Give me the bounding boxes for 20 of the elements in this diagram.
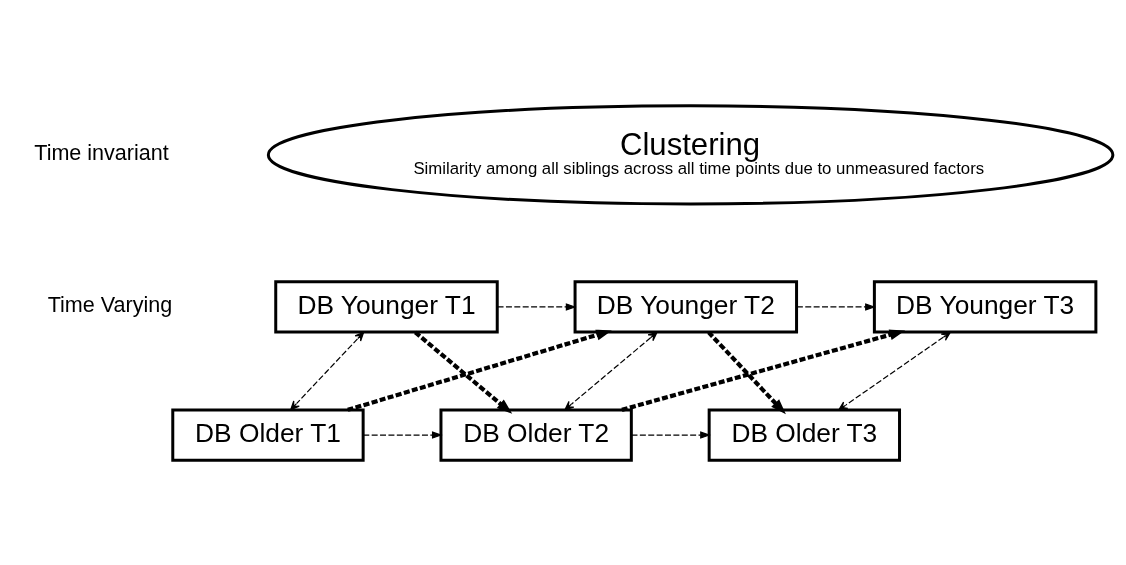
arrow [496, 302, 577, 311]
arrow [414, 330, 513, 414]
arrow [796, 302, 876, 311]
node-box: DB Younger T1 [274, 279, 499, 334]
label: Time invariant [34, 139, 169, 165]
node-ellipse: Clustering Similarity among all siblings across all time points due to unmeasured factors [266, 103, 1115, 205]
label: Time Varying [47, 291, 173, 317]
node-box: DB Older T3 [707, 407, 902, 462]
arrow [838, 331, 951, 411]
arrow [707, 330, 786, 414]
node-box: DB Younger T2 [573, 279, 799, 334]
node-box: DB Older T2 [439, 407, 633, 462]
arrow [347, 329, 612, 412]
arrow [564, 331, 658, 410]
arrow [362, 430, 443, 439]
arrow [630, 430, 711, 439]
node-box: DB Younger T3 [872, 279, 1098, 334]
arrow [290, 331, 365, 410]
node-box: DB Older T1 [171, 407, 365, 462]
arrow [621, 329, 906, 412]
